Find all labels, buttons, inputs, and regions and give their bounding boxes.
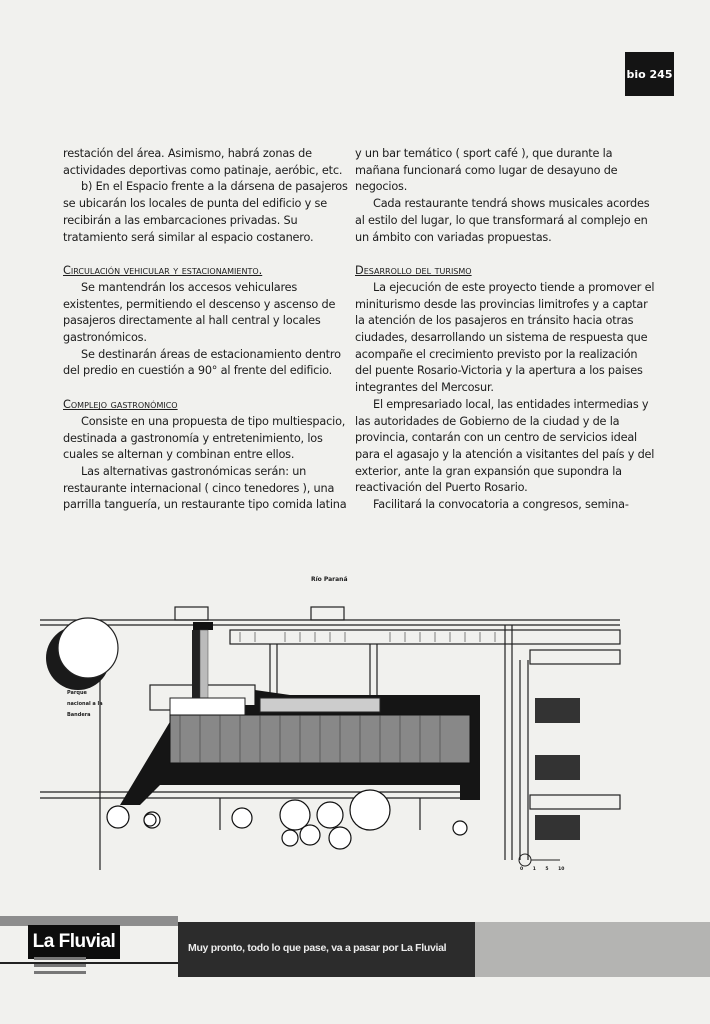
section-heading-turismo: Desarrollo del turismo xyxy=(355,264,472,278)
logo-text: La Fluvial xyxy=(32,931,116,952)
river-label: Río Paraná xyxy=(311,576,348,583)
section-heading-circulacion: Circulación vehicular y estacionamiento. xyxy=(63,264,263,278)
paragraph: b) En el Espacio frente a la dársena de … xyxy=(63,180,348,244)
left-column: restación del área. Asimismo, habrá zona… xyxy=(63,146,353,514)
paragraph: El empresariado local, las entidades int… xyxy=(355,397,655,495)
site-plan-drawing xyxy=(40,606,621,870)
slogan-text: Muy pronto, todo lo que pase, va a pasar… xyxy=(188,942,447,954)
paragraph: y un bar temático ( sport café ), que du… xyxy=(355,147,618,194)
paragraph: Se destinarán áreas de estacionamiento d… xyxy=(63,347,341,378)
paragraph: Facilitará la convocatoria a congresos, … xyxy=(373,498,629,512)
footer-strip xyxy=(0,916,178,926)
page-number-tab: bio 245 xyxy=(625,52,674,96)
paragraph: Las alternativas gastronómicas serán: un… xyxy=(63,464,347,512)
footer-slogan: Muy pronto, todo lo que pase, va a pasar… xyxy=(178,922,475,977)
park-label: Parque nacional a la Bandera xyxy=(67,690,103,718)
paragraph: restación del área. Asimismo, habrá zona… xyxy=(63,147,343,177)
paragraph: Se mantendrán los accesos vehiculares ex… xyxy=(63,280,336,345)
paragraph: Cada restaurante tendrá shows musicales … xyxy=(355,197,650,244)
paragraph: La ejecución de este proyecto tiende a p… xyxy=(355,280,655,395)
page-number: bio 245 xyxy=(626,67,673,81)
la-fluvial-logo: La Fluvial xyxy=(28,925,120,959)
section-heading-complejo: Complejo gastronómico xyxy=(63,398,178,412)
footer-gray-block xyxy=(475,922,710,977)
right-column: y un bar temático ( sport café ), que du… xyxy=(355,146,655,514)
scale-bar-label: 0 1 5 10 xyxy=(520,867,565,872)
paragraph: Consiste en una propuesta de tipo multie… xyxy=(63,414,346,462)
logo-bars-decoration xyxy=(34,957,86,978)
